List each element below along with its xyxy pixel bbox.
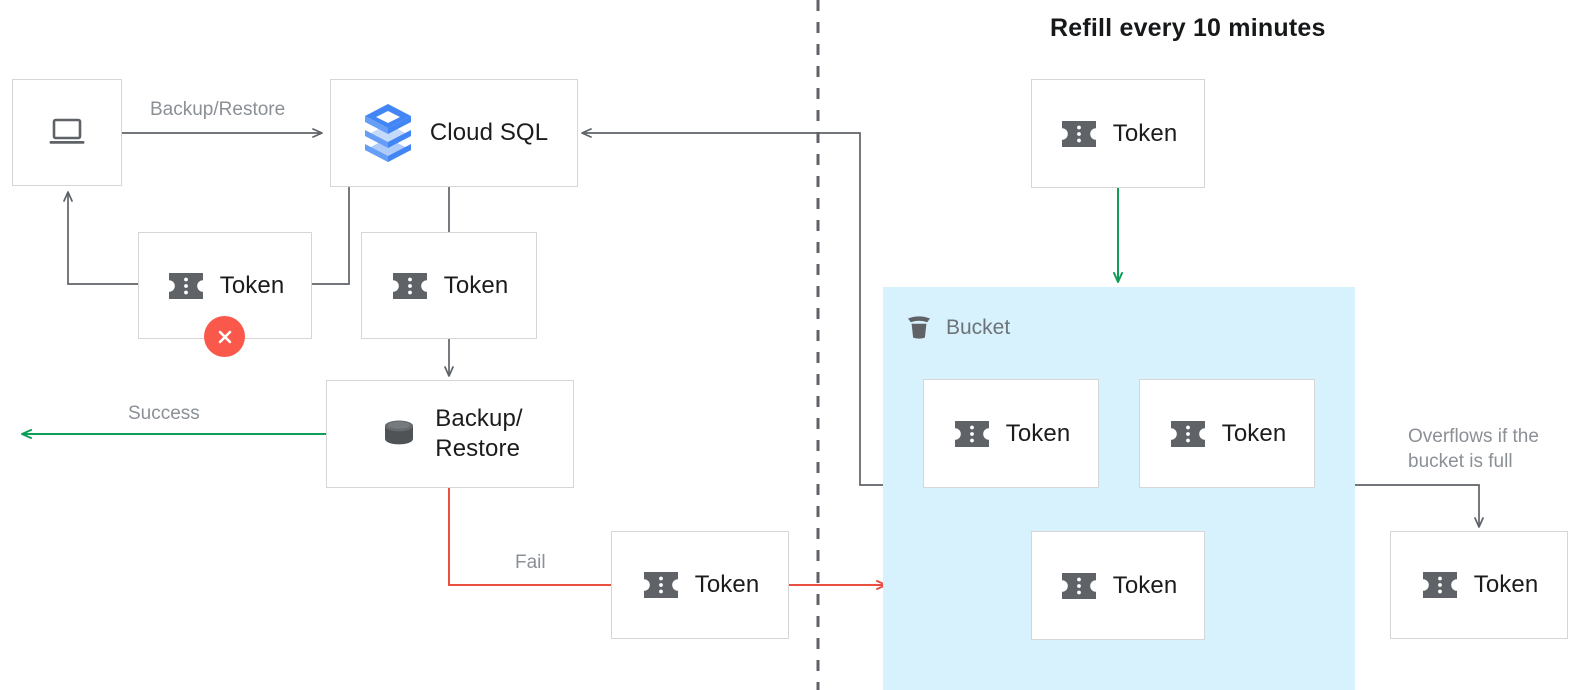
token-icon — [390, 270, 430, 302]
node-label: Token — [1221, 419, 1287, 447]
node-token-bucket-1[interactable]: Token — [923, 379, 1099, 488]
cloud-sql-icon — [360, 102, 416, 164]
edge-cloudsql-to-token-fail — [312, 187, 350, 285]
node-token-bucket-3[interactable]: Token — [1031, 531, 1205, 640]
bucket-label: Bucket — [946, 316, 1011, 339]
edge-token-fail-to-client — [63, 191, 138, 285]
node-cloud-sql[interactable]: Cloud SQL — [330, 79, 578, 187]
node-label: Token — [1112, 571, 1178, 599]
edge-label-backup-restore: Backup/Restore — [150, 99, 286, 120]
edge-label-success: Success — [128, 403, 200, 424]
error-x-icon — [204, 316, 245, 357]
page-title: Refill every 10 minutes — [1050, 14, 1326, 42]
token-icon — [1059, 118, 1099, 150]
node-label: Token — [1005, 419, 1071, 447]
bucket-icon — [903, 312, 935, 344]
token-icon — [1420, 569, 1460, 601]
node-token-refill[interactable]: Token — [1031, 79, 1205, 188]
node-label: Token — [219, 271, 285, 299]
bucket-header: Bucket — [903, 312, 1010, 344]
edge-bucket-to-cloudsql — [581, 128, 883, 486]
node-token-failed[interactable]: Token — [611, 531, 789, 639]
token-icon — [166, 270, 206, 302]
laptop-icon — [47, 116, 87, 150]
node-token-request[interactable]: Token — [361, 232, 537, 339]
node-label: Cloud SQL — [429, 119, 549, 146]
node-token-bucket-2[interactable]: Token — [1139, 379, 1315, 488]
node-label: Backup/ Restore — [435, 405, 523, 462]
node-client[interactable] — [12, 79, 122, 186]
token-icon — [1059, 570, 1099, 602]
token-icon — [1168, 418, 1208, 450]
edge-label-fail: Fail — [515, 552, 546, 573]
edge-label-overflow: Overflows if the bucket is full — [1408, 426, 1539, 472]
token-icon — [952, 418, 992, 450]
token-icon — [641, 569, 681, 601]
node-label: Token — [1473, 571, 1539, 598]
edge-bucket-to-overflow — [1355, 484, 1484, 528]
node-label: Token — [694, 571, 760, 598]
node-label: Token — [1112, 119, 1178, 147]
node-token-overflow[interactable]: Token — [1390, 531, 1568, 639]
node-backup-restore[interactable]: Backup/ Restore — [326, 380, 574, 488]
node-label: Token — [443, 271, 509, 299]
database-icon — [377, 415, 421, 453]
